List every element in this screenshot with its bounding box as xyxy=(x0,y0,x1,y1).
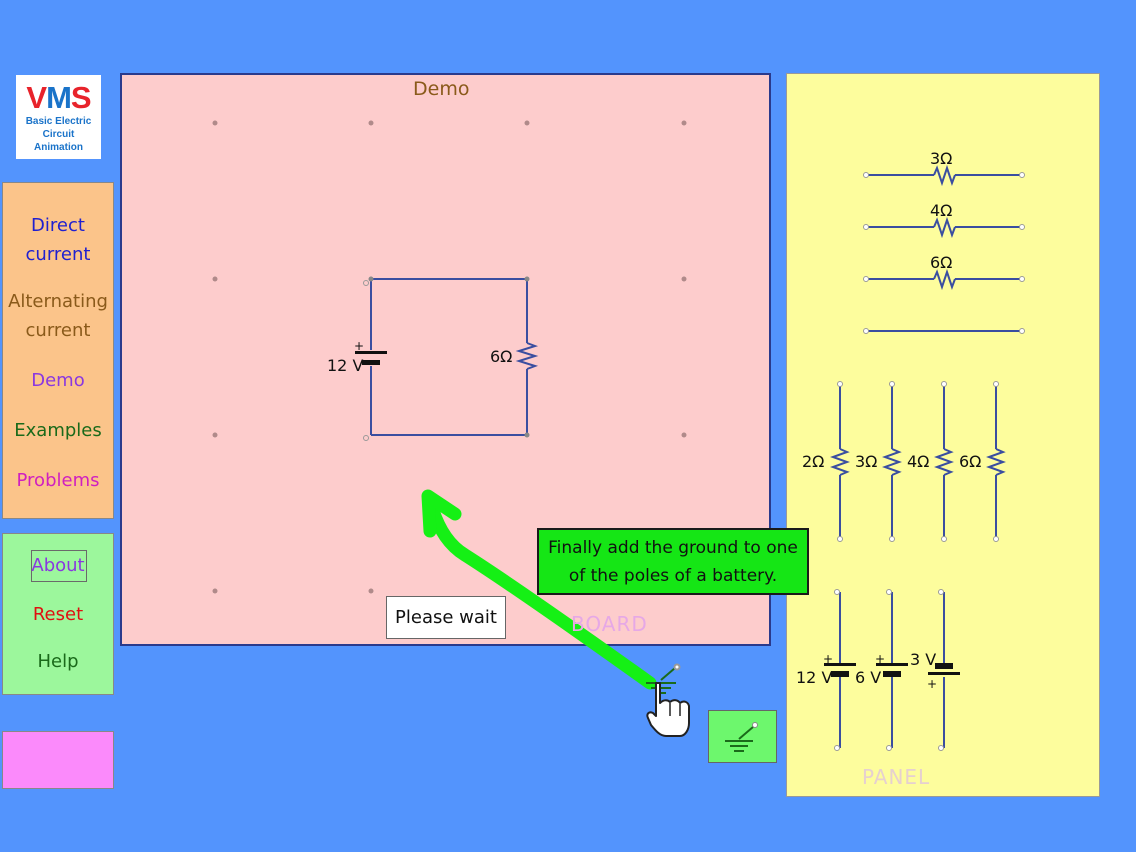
reset-button[interactable]: Reset xyxy=(32,604,84,625)
panel-batteries[interactable] xyxy=(824,589,960,751)
menu-examples[interactable]: Examples xyxy=(14,420,102,441)
panel-battery-label-3v: 3 V xyxy=(910,650,936,669)
menu-problems[interactable]: Problems xyxy=(16,470,100,491)
hand-pointer-icon xyxy=(646,682,690,737)
logo-title: VMS xyxy=(26,80,91,115)
hint-arrow xyxy=(421,489,657,690)
panel-battery-label-6v: 6 V xyxy=(855,668,881,687)
battery-plus-sign: + xyxy=(354,339,364,353)
panel-vresistor-label-6: 6Ω xyxy=(959,452,981,471)
main-menu: Direct current Alternating current Demo … xyxy=(2,182,114,519)
panel-vertical-resistors[interactable] xyxy=(830,384,1006,539)
panel-battery-plus-3: + xyxy=(927,677,937,691)
panel-battery-plus-1: + xyxy=(823,652,833,666)
panel-vertical-terminals xyxy=(837,381,999,542)
about-box-frame xyxy=(31,550,87,582)
panel-horizontal-resistors[interactable] xyxy=(866,164,1022,332)
panel-vresistor-label-2: 2Ω xyxy=(802,452,824,471)
panel-resistor-label-3: 3Ω xyxy=(930,149,952,168)
resistor-label: 6Ω xyxy=(490,347,512,366)
color-box[interactable] xyxy=(2,731,114,789)
hint-tooltip: Finally add the ground to one of the pol… xyxy=(537,528,809,595)
menu-direct-current[interactable]: Direct current xyxy=(25,215,91,265)
logo-subtitle-1: Basic Electric xyxy=(25,116,92,127)
panel-horizontal-terminals xyxy=(863,172,1025,334)
action-menu: About Reset Help xyxy=(2,533,114,695)
logo-subtitle-2: Circuit xyxy=(42,129,75,140)
panel-label: PANEL xyxy=(862,765,931,789)
panel-battery-plus-2: + xyxy=(875,652,885,666)
battery-voltage-label: 12 V xyxy=(327,356,363,375)
menu-alternating-current[interactable]: Alternating current xyxy=(8,291,108,341)
ground-button[interactable] xyxy=(708,710,777,763)
board-battery[interactable] xyxy=(355,276,530,441)
board-label: BOARD xyxy=(571,612,648,636)
board-circuit[interactable] xyxy=(370,278,539,436)
board-grid-dots xyxy=(212,120,687,594)
panel-vresistor-label-4: 4Ω xyxy=(907,452,929,471)
help-button[interactable]: Help xyxy=(37,651,79,672)
board-title: Demo xyxy=(413,78,470,100)
logo-subtitle-3: Animation xyxy=(34,142,83,153)
ground-icon xyxy=(725,722,758,752)
vms-logo: VMS Basic Electric Circuit Animation xyxy=(16,75,101,159)
panel-vresistor-label-3: 3Ω xyxy=(855,452,877,471)
about-button[interactable]: About xyxy=(31,555,85,576)
menu-demo[interactable]: Demo xyxy=(31,370,85,391)
panel-battery-label-12v: 12 V xyxy=(796,668,832,687)
panel-resistor-label-4: 4Ω xyxy=(930,201,952,220)
please-wait-message: Please wait xyxy=(386,596,506,639)
panel-resistor-label-6: 6Ω xyxy=(930,253,952,272)
